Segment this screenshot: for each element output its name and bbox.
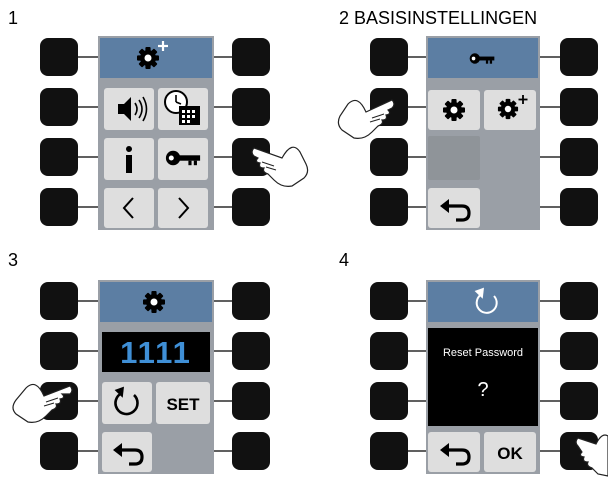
chevron-right-icon xyxy=(178,197,190,219)
chevron-left-icon xyxy=(122,197,134,219)
step-3-number: 3 xyxy=(8,250,19,270)
back-arrow-icon xyxy=(113,443,144,466)
right-key-4[interactable] xyxy=(232,188,270,226)
clock-calendar-icon xyxy=(164,90,200,125)
ok-button[interactable] xyxy=(484,432,536,472)
right-key-2[interactable] xyxy=(232,332,270,370)
left-key-1[interactable] xyxy=(370,282,408,320)
pointing-hand-icon xyxy=(251,146,309,187)
left-key-4[interactable] xyxy=(40,432,78,470)
reset-icon xyxy=(114,386,139,416)
left-key-1[interactable] xyxy=(40,38,78,76)
pointing-hand-icon xyxy=(12,383,73,423)
gear-plus-icon xyxy=(137,41,168,69)
right-key-3[interactable] xyxy=(232,382,270,420)
left-key-2[interactable] xyxy=(40,88,78,126)
right-key-2[interactable] xyxy=(232,88,270,126)
right-key-2[interactable] xyxy=(560,332,598,370)
left-key-2[interactable] xyxy=(40,332,78,370)
left-key-4[interactable] xyxy=(40,188,78,226)
prev-tile[interactable] xyxy=(104,188,154,228)
set-button[interactable] xyxy=(156,382,210,424)
step-2-number: 2 xyxy=(339,8,350,28)
back-tile[interactable] xyxy=(428,188,480,228)
pointing-hand-icon xyxy=(337,99,395,139)
empty-area xyxy=(156,430,212,474)
step-2-device xyxy=(370,36,598,230)
left-key-1[interactable] xyxy=(40,282,78,320)
step-4-number: 4 xyxy=(339,250,350,270)
back-tile[interactable] xyxy=(102,432,152,472)
right-key-2[interactable] xyxy=(560,88,598,126)
gear-icon xyxy=(143,291,165,313)
right-key-1[interactable] xyxy=(560,38,598,76)
code-display xyxy=(102,332,210,372)
back-arrow-icon xyxy=(440,443,471,466)
next-tile[interactable] xyxy=(158,188,208,228)
step-1-number: 1 xyxy=(8,8,19,28)
right-key-3[interactable] xyxy=(560,138,598,176)
reset-icon xyxy=(474,287,498,314)
step-3-device: 1111 SET xyxy=(40,280,270,474)
gear-plus-icon xyxy=(497,95,528,120)
message-area xyxy=(428,328,538,426)
left-key-4[interactable] xyxy=(370,188,408,226)
left-key-2[interactable] xyxy=(370,332,408,370)
right-key-1[interactable] xyxy=(232,282,270,320)
back-tile[interactable] xyxy=(428,432,480,472)
left-key-1[interactable] xyxy=(370,38,408,76)
step-2-label: 2 BASISINSTELLINGEN xyxy=(339,8,537,28)
step-1-device xyxy=(40,36,270,230)
right-key-3[interactable] xyxy=(560,382,598,420)
ok-label: OK xyxy=(497,444,523,463)
speaker-icon xyxy=(118,96,148,122)
question-mark: ? xyxy=(477,379,488,401)
set-label: SET xyxy=(166,395,200,414)
left-key-3[interactable] xyxy=(40,138,78,176)
right-key-4[interactable] xyxy=(560,188,598,226)
back-arrow-icon xyxy=(440,199,471,222)
pointing-hand-icon xyxy=(575,434,608,477)
right-key-1[interactable] xyxy=(560,282,598,320)
left-key-4[interactable] xyxy=(370,432,408,470)
left-key-3[interactable] xyxy=(370,138,408,176)
info-icon xyxy=(126,146,132,173)
left-key-3[interactable] xyxy=(370,382,408,420)
step-4-device: Reset Password ? OK xyxy=(370,280,598,474)
right-key-4[interactable] xyxy=(232,432,270,470)
reset-tile[interactable] xyxy=(102,382,152,424)
step-2-title: BASISINSTELLINGEN xyxy=(354,8,538,28)
right-key-1[interactable] xyxy=(232,38,270,76)
message-text: Reset Password xyxy=(443,347,523,359)
gear-icon xyxy=(443,99,465,121)
code-value: 1111 xyxy=(120,335,192,370)
empty-tile xyxy=(428,136,480,180)
